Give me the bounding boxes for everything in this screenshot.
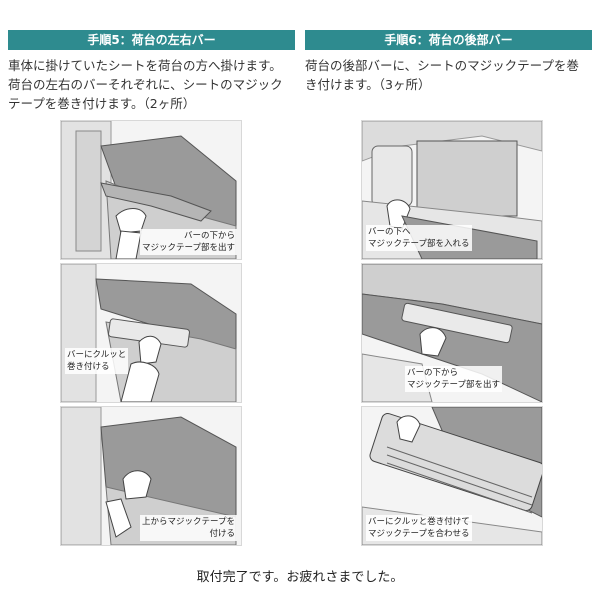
step6-caption-1: バーの下へ マジックテープ部を入れる — [366, 225, 472, 251]
step5-illustration-3: 上からマジックテープを 付ける — [60, 406, 242, 546]
step6-illustration-1: バーの下へ マジックテープ部を入れる — [361, 120, 543, 260]
step6-desc-line2: き付けます。（3ヶ所） — [305, 77, 431, 92]
caption-line: マジックテープ部を出す — [142, 243, 235, 253]
step6-caption-3: バーにクルッと巻き付けて マジックテープを合わせる — [366, 515, 472, 541]
step5-header: 手順5：荷台の左右バー — [8, 30, 295, 50]
caption-line: バーにクルッと巻き付けて — [368, 517, 470, 527]
step5-desc-line3: テープを巻き付けます。（2ヶ所） — [8, 96, 196, 111]
step5-caption-2: バーにクルッと 巻き付ける — [65, 348, 129, 374]
caption-line: バーの下から — [183, 231, 235, 241]
step6-desc-line1: 荷台の後部バーに、シートのマジックテープを巻 — [305, 58, 579, 73]
step6-illustration-2: バーの下から マジックテープ部を出す — [361, 263, 543, 403]
step5-illustration-1: バーの下から マジックテープ部を出す — [60, 120, 242, 260]
caption-line: バーにクルッと — [67, 350, 127, 360]
caption-line: 上からマジックテープを — [142, 517, 235, 527]
step5-caption-3: 上からマジックテープを 付ける — [140, 515, 237, 541]
caption-line: マジックテープ部を入れる — [368, 239, 470, 249]
step5-desc-line1: 車体に掛けていたシートを荷台の方へ掛けます。 — [8, 58, 282, 73]
step6-description: 荷台の後部バーに、シートのマジックテープを巻 き付けます。（3ヶ所） — [305, 56, 593, 94]
completion-message: 取付完了です。お疲れさまでした。 — [196, 570, 404, 585]
step5-caption-1: バーの下から マジックテープ部を出す — [140, 229, 237, 255]
step5-desc-line2: 荷台の左右のバーそれぞれに、シートのマジック — [8, 77, 283, 92]
caption-line: バーの下から — [407, 368, 459, 378]
caption-line: バーの下へ — [368, 227, 411, 237]
caption-line: 巻き付ける — [67, 362, 110, 372]
caption-line: 付ける — [209, 529, 235, 539]
step5-description: 車体に掛けていたシートを荷台の方へ掛けます。 荷台の左右のバーそれぞれに、シート… — [8, 56, 298, 113]
step6-header: 手順6：荷台の後部バー — [305, 30, 592, 50]
step5-illustration-2-drawing — [61, 264, 237, 402]
caption-line: マジックテープを合わせる — [368, 529, 470, 539]
step6-illustration-3: バーにクルッと巻き付けて マジックテープを合わせる — [361, 406, 543, 546]
step5-illustration-2: バーにクルッと 巻き付ける — [60, 263, 242, 403]
step6-caption-2: バーの下から マジックテープ部を出す — [405, 366, 502, 392]
caption-line: マジックテープ部を出す — [407, 380, 500, 390]
